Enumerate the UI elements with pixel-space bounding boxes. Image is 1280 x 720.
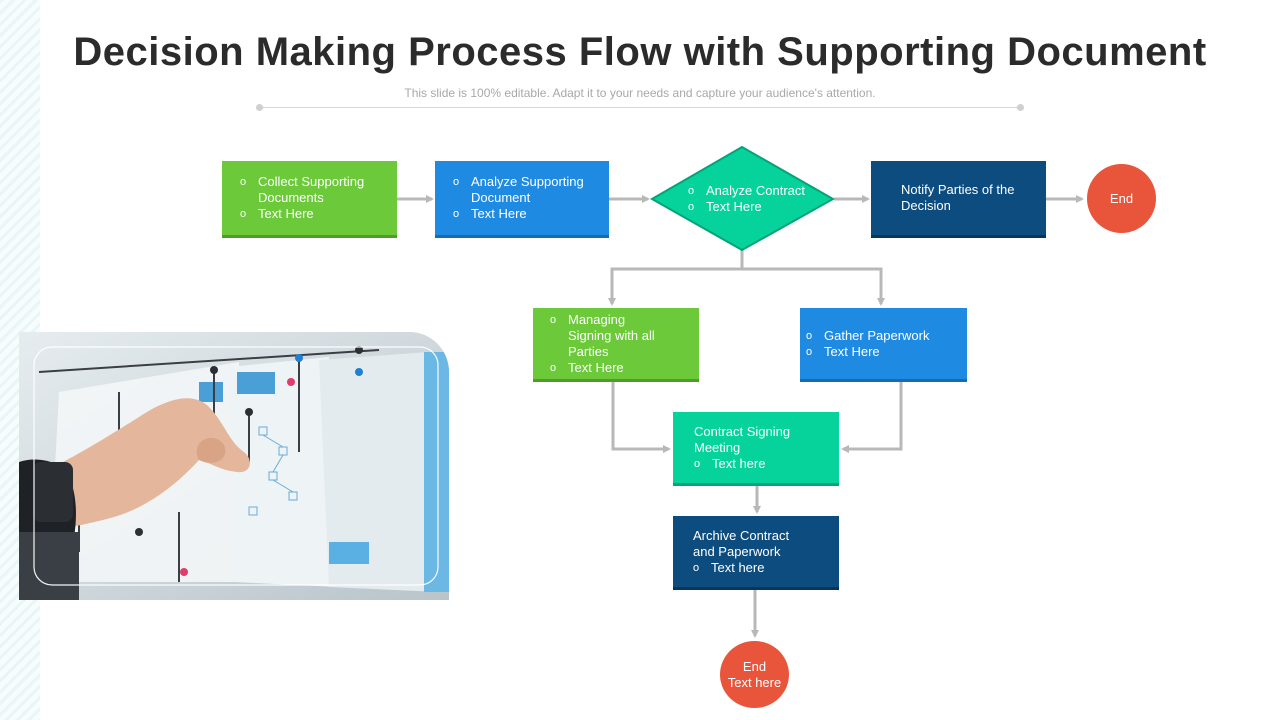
node-analyze-contract[interactable]: Analyze Contract Text Here — [688, 183, 828, 215]
node-notify-parties[interactable]: Notify Parties of the Decision — [871, 161, 1046, 238]
node-collect-documents[interactable]: Collect Supporting Documents Text Here — [222, 161, 397, 238]
node-gather-item-2: Text Here — [806, 344, 930, 360]
node-archive-item-1: Text here — [693, 560, 803, 576]
photo-of-hand-pinning-flowchart — [19, 332, 449, 600]
slide-subtitle: This slide is 100% editable. Adapt it to… — [404, 86, 876, 100]
node-managing-item-2: Text Here — [550, 360, 660, 376]
node-managing-item-1: Managing Signing with all Parties — [550, 312, 660, 360]
title-divider — [260, 107, 1020, 108]
slide-title: Decision Making Process Flow with Suppor… — [73, 30, 1207, 74]
node-end-bottom-line1: End — [742, 658, 767, 674]
node-notify-text: Notify Parties of the Decision — [901, 182, 1015, 213]
arrow-gather-to-meeting — [841, 382, 903, 453]
node-end-bottom-line2: Text here — [727, 674, 782, 690]
node-contract-signing-meeting[interactable]: Contract Signing Meeting Text here — [673, 412, 839, 486]
node-collect-item-1: Collect Supporting Documents — [240, 174, 397, 206]
arrow-contract-to-gather — [742, 267, 885, 306]
arrow-managing-to-meeting — [611, 382, 671, 453]
photo-illustration — [19, 332, 449, 600]
node-analyze-contract-item-1: Analyze Contract — [688, 183, 828, 199]
node-gather-item-1: Gather Paperwork — [806, 328, 930, 344]
node-collect-item-2: Text Here — [240, 206, 397, 222]
arrow-contract-to-managing — [608, 250, 744, 306]
node-analyze-doc-item-1: Analyze Supporting Document — [453, 174, 609, 206]
node-meeting-text: Contract Signing Meeting — [694, 423, 791, 455]
node-meeting-item-1: Text here — [694, 456, 794, 472]
divider-dot-right — [1017, 104, 1024, 111]
node-end-top[interactable]: End — [1087, 164, 1156, 233]
node-managing-signing[interactable]: Managing Signing with all Parties Text H… — [533, 308, 699, 382]
node-analyze-doc-item-2: Text Here — [453, 206, 609, 222]
node-gather-paperwork[interactable]: Gather Paperwork Text Here — [800, 308, 967, 382]
node-end-top-label: End — [1109, 190, 1134, 206]
node-analyze-contract-item-2: Text Here — [688, 199, 828, 215]
node-end-bottom[interactable]: End Text here — [720, 641, 789, 708]
node-archive-contract[interactable]: Archive Contract and Paperwork Text here — [673, 516, 839, 590]
node-analyze-document[interactable]: Analyze Supporting Document Text Here — [435, 161, 609, 238]
divider-dot-left — [256, 104, 263, 111]
node-archive-text: Archive Contract and Paperwork — [693, 527, 790, 559]
